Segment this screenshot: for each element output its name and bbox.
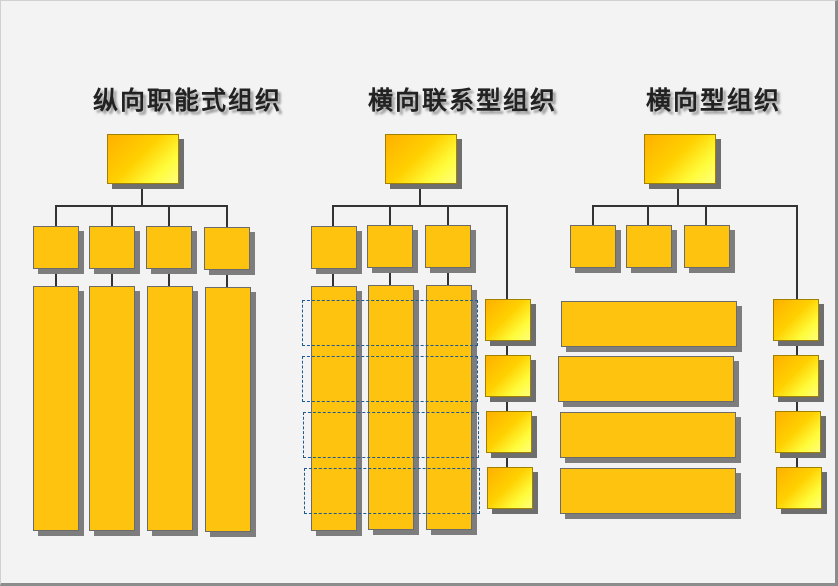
process-owner-box	[775, 411, 821, 453]
process-owner-box	[773, 299, 819, 341]
project-box	[486, 411, 532, 453]
support-box	[626, 225, 672, 268]
department-box	[33, 226, 79, 269]
process-bar	[560, 468, 736, 514]
top-manager-box	[385, 134, 457, 184]
function-column	[205, 287, 251, 532]
project-team-dashed-row	[302, 356, 478, 402]
top-manager-box	[107, 134, 179, 184]
process-owner-box	[773, 355, 819, 397]
top-manager-box	[644, 134, 716, 184]
department-box	[311, 226, 357, 269]
function-column	[33, 286, 79, 531]
function-column	[311, 286, 357, 531]
function-column	[368, 285, 414, 530]
process-bar	[560, 412, 736, 458]
title-matrix: 横向联系型组织	[368, 86, 558, 115]
project-team-dashed-row	[303, 412, 479, 458]
function-column	[89, 286, 135, 531]
department-box	[204, 227, 250, 270]
project-team-dashed-row	[304, 468, 480, 514]
project-team-dashed-row	[302, 300, 478, 346]
project-box	[487, 467, 533, 509]
department-box	[146, 226, 192, 269]
function-column	[147, 286, 193, 531]
title-horizontal: 横向型组织	[646, 86, 782, 115]
process-bar	[558, 356, 734, 402]
support-box	[684, 225, 730, 268]
department-box	[425, 225, 471, 268]
department-box	[89, 226, 135, 269]
project-box	[485, 299, 531, 341]
department-box	[367, 225, 413, 268]
title-vertical: 纵向职能式组织	[93, 86, 283, 115]
support-box	[570, 225, 616, 268]
process-bar	[561, 301, 737, 347]
process-owner-box	[776, 467, 822, 509]
project-box	[485, 355, 531, 397]
function-column	[426, 285, 472, 530]
